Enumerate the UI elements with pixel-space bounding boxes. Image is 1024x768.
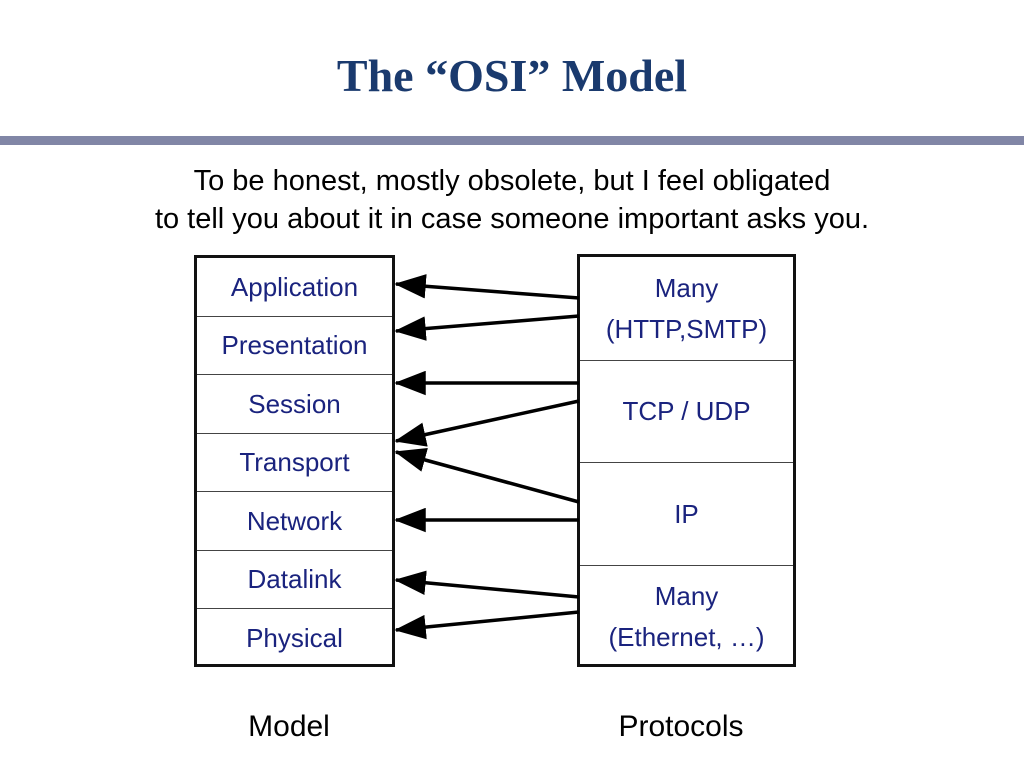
mapping-arrow-2	[394, 314, 580, 341]
layer-transport: Transport	[197, 434, 392, 492]
subtitle: To be honest, mostly obsolete, but I fee…	[0, 162, 1024, 238]
layer-physical: Physical	[246, 622, 343, 653]
layer-application: Application	[197, 258, 392, 317]
protocol-link: Many (Ethernet, …)	[608, 580, 765, 652]
layer-network: Network	[197, 492, 392, 551]
mapping-arrow-8	[394, 610, 580, 640]
subtitle-line-2: to tell you about it in case someone imp…	[154, 203, 870, 235]
protocol-network: IP	[580, 463, 793, 566]
subtitle-line-1: To be honest, mostly obsolete, but I fee…	[193, 165, 831, 197]
mapping-arrow-5	[394, 448, 580, 504]
protocol-stack: Many (HTTP,SMTP) TCP / UDP IP Many (Ethe…	[577, 254, 796, 667]
protocol-transport: TCP / UDP	[580, 361, 793, 463]
mapping-arrow-1	[394, 274, 580, 300]
title-divider	[0, 136, 1024, 145]
layer-presentation: Presentation	[197, 317, 392, 375]
protocol-application: Many (HTTP,SMTP)	[580, 257, 793, 361]
osi-model-stack: Application Presentation Session Transpo…	[194, 255, 395, 667]
layer-session: Session	[197, 375, 392, 434]
model-caption: Model	[248, 710, 330, 743]
mapping-arrow-7	[394, 570, 580, 599]
slide-title: The “OSI” Model	[336, 50, 688, 101]
mapping-arrow-4	[394, 399, 580, 447]
protocols-caption: Protocols	[618, 710, 744, 743]
layer-datalink: Datalink	[197, 551, 392, 609]
